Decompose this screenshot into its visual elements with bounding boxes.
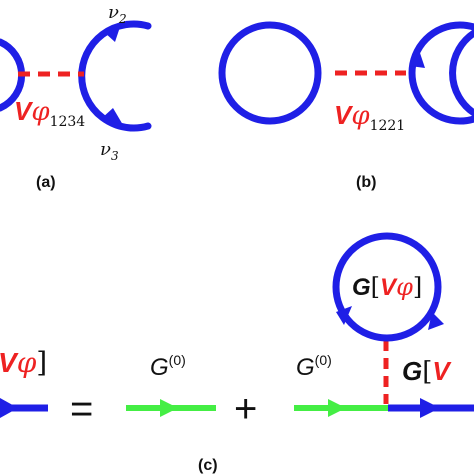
panel-b: Vφ1221 (b) — [218, 21, 474, 191]
nu2-label: ν2 — [108, 2, 127, 26]
panel-a-arrow-upper — [104, 24, 121, 42]
panel-b-right-loop — [449, 29, 474, 117]
panel-c: Vφ] = G(0) + G(0) G[Vφ] G[V (c) — [0, 232, 474, 474]
g0b-label: G(0) — [296, 352, 332, 381]
panel-b-caption: (b) — [356, 174, 376, 191]
tadpole-arrow-right — [428, 312, 444, 330]
g0-arrow — [160, 399, 178, 417]
plus-sign: + — [234, 387, 257, 431]
tadpole-arrow-left — [336, 306, 352, 325]
rhs-label: G[V — [402, 356, 452, 387]
panel-a-v-phi-label: Vφ1234 — [14, 96, 85, 130]
tadpole-loop — [332, 232, 442, 342]
lhs-propagator-arrow — [0, 398, 18, 418]
nu3-label: ν3 — [100, 139, 119, 163]
panel-b-left-loop — [218, 21, 322, 125]
lhs-v-phi-label: Vφ] — [0, 346, 47, 379]
equals-sign: = — [70, 387, 93, 431]
panel-b-v-phi-label: Vφ1221 — [334, 100, 405, 134]
rhs-propagator-arrow — [420, 398, 440, 418]
tadpole-label: G[Vφ] — [352, 273, 422, 301]
panel-c-caption: (c) — [198, 457, 218, 474]
g0-label: G(0) — [150, 352, 186, 381]
panel-a: ν2 ν3 Vφ1234 (a) — [0, 2, 152, 191]
g0b-arrow — [328, 399, 346, 417]
panel-b-arrow — [410, 50, 425, 68]
panel-a-caption: (a) — [36, 174, 56, 191]
panel-b-right-loop-ring — [408, 21, 474, 125]
panel-a-arrow-lower — [102, 108, 123, 125]
